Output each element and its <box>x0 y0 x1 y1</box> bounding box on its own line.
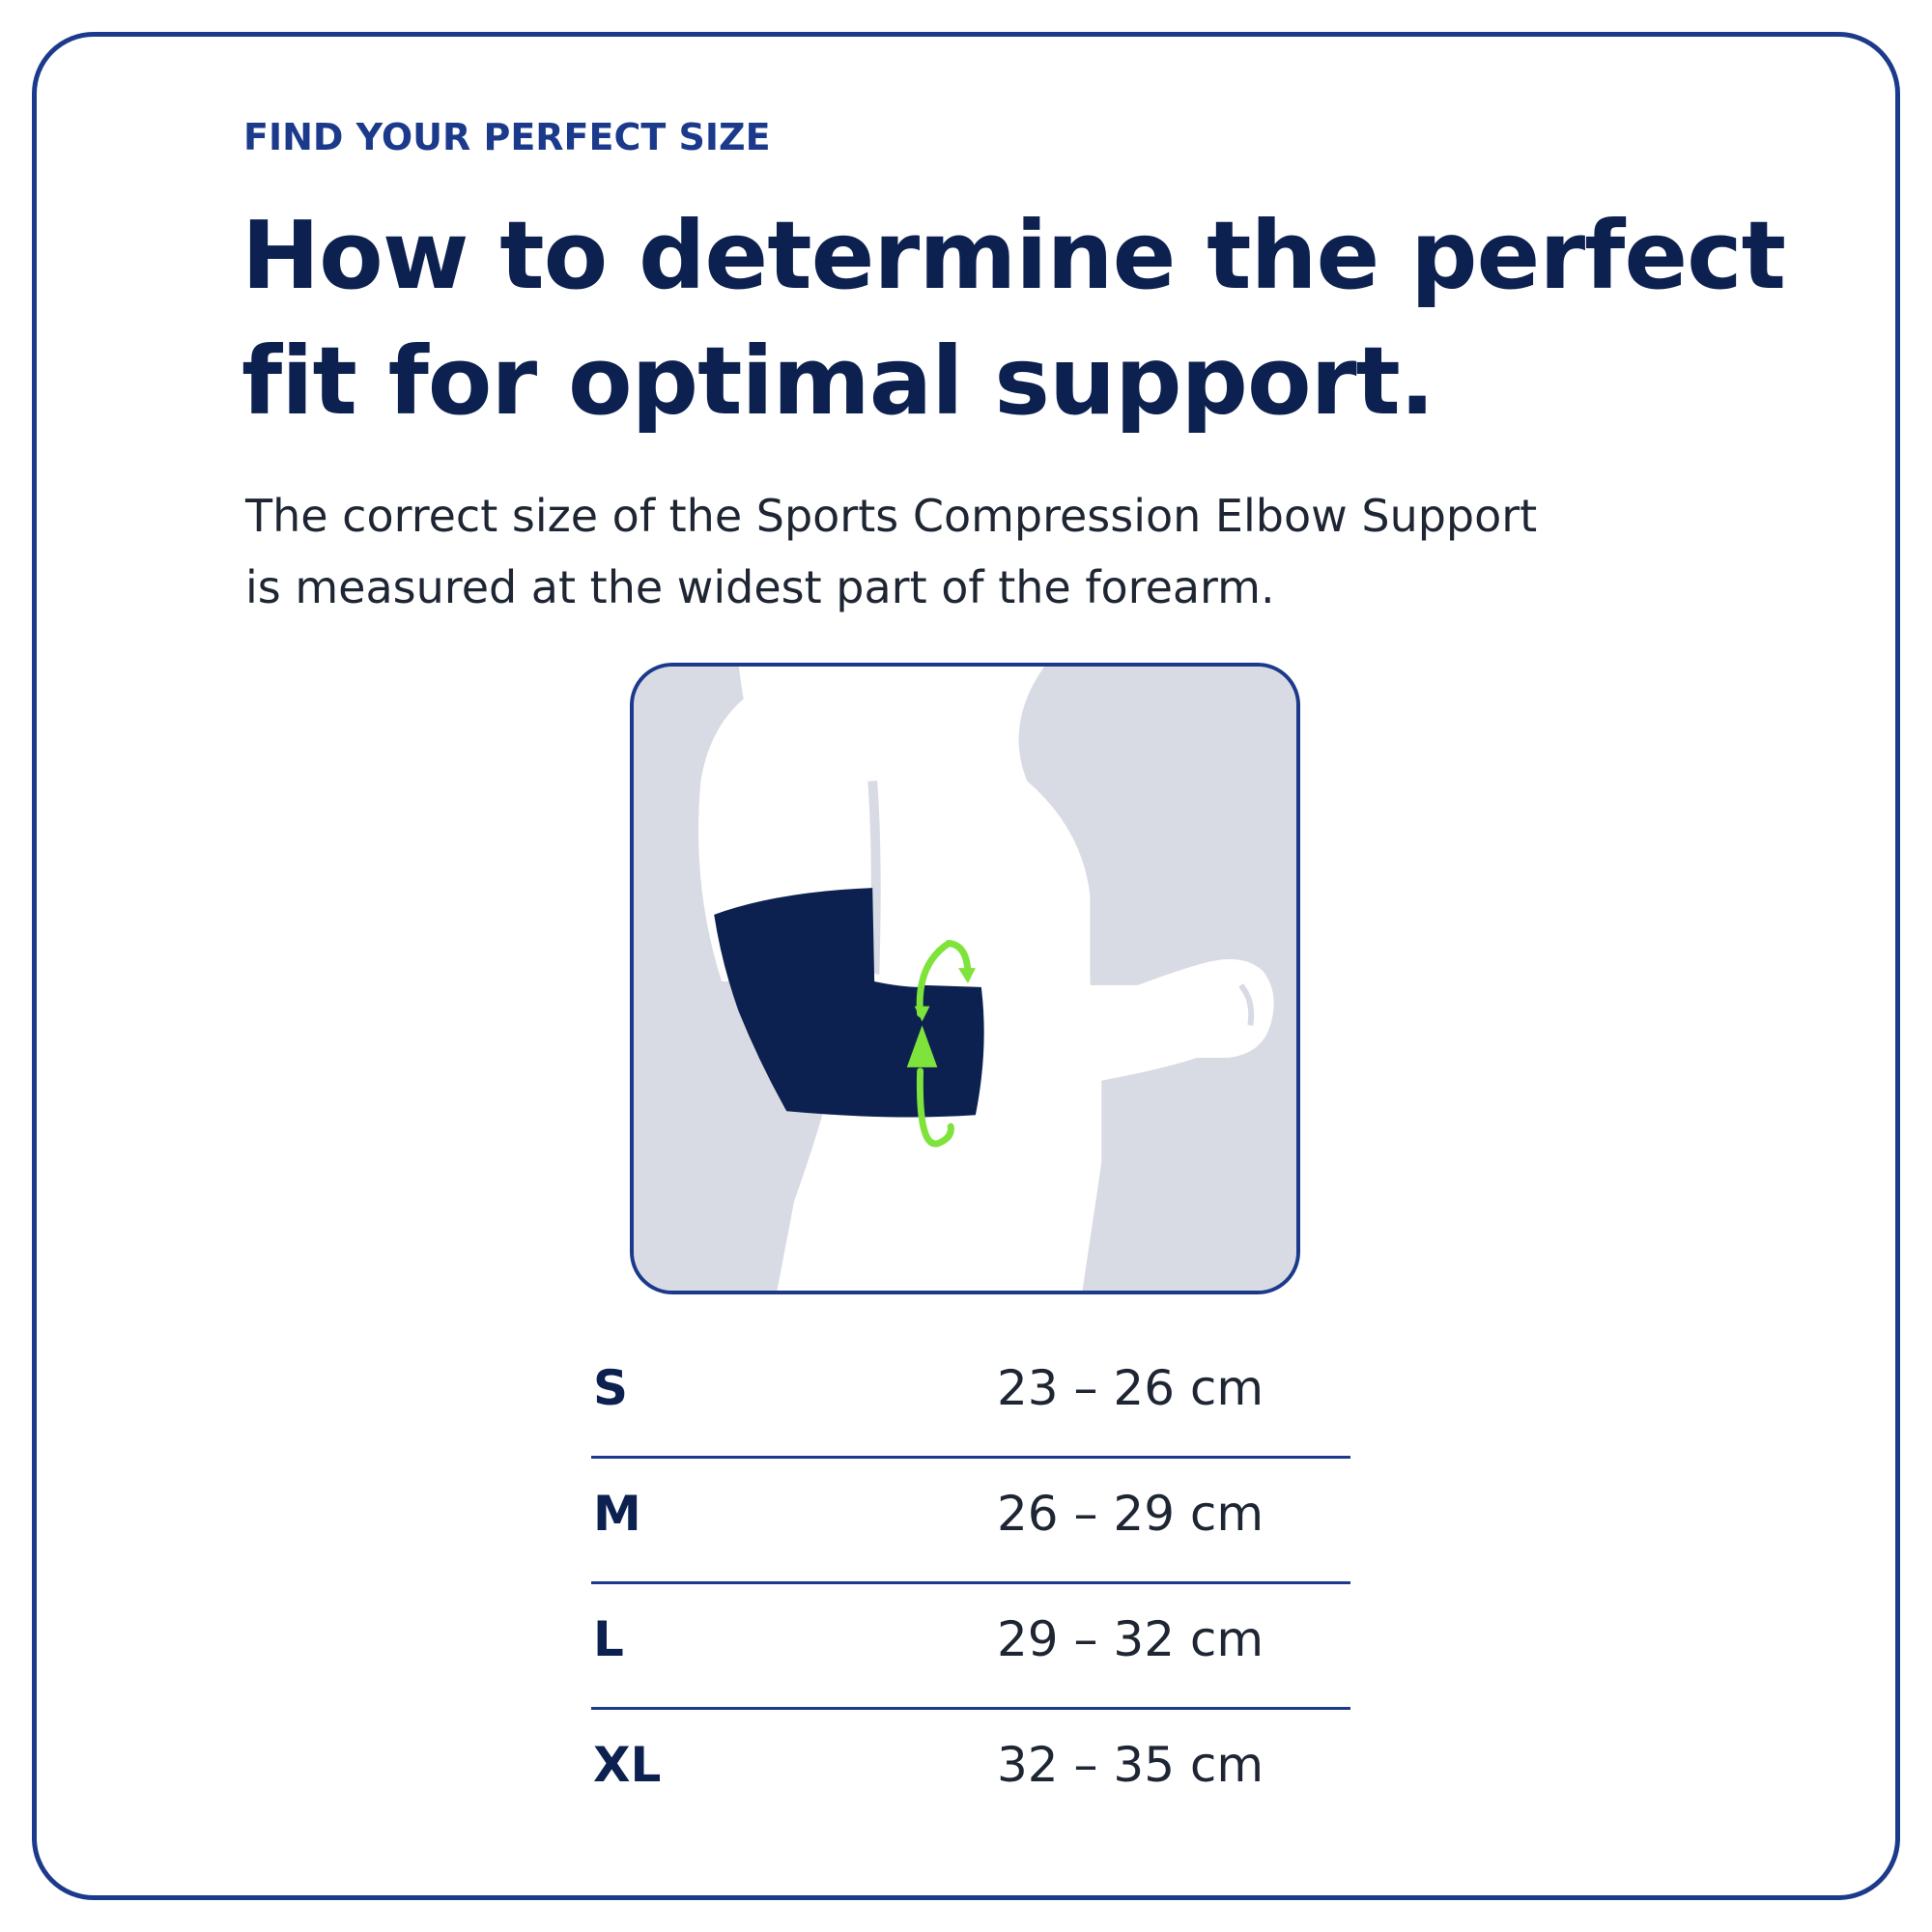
size-range: 26 – 29 cm <box>997 1486 1264 1542</box>
size-row-s: S 23 – 26 cm <box>591 1333 1350 1459</box>
size-table: S 23 – 26 cm M 26 – 29 cm L 29 – 32 cm X… <box>591 1333 1350 1835</box>
intro-text: The correct size of the Sports Compressi… <box>245 480 1694 623</box>
page-title-line-1: How to determine the perfect <box>242 201 1786 310</box>
arm-measurement-illustration <box>630 663 1300 1294</box>
arm-outline <box>867 781 881 982</box>
measure-arrow-icon <box>916 939 972 1148</box>
size-label: XL <box>593 1737 662 1793</box>
size-row-m: M 26 – 29 cm <box>591 1459 1350 1584</box>
fist-detail <box>1238 982 1255 1026</box>
page-title-line-2: fit for optimal support. <box>242 327 1435 436</box>
page-title: How to determine the perfect fit for opt… <box>242 193 1787 444</box>
size-row-l: L 29 – 32 cm <box>591 1584 1350 1710</box>
size-range: 29 – 32 cm <box>997 1611 1264 1667</box>
size-label: M <box>593 1486 641 1542</box>
eyebrow-label: FIND YOUR PERFECT SIZE <box>243 116 771 158</box>
arrow-head-up-icon <box>906 1025 938 1067</box>
size-label: L <box>593 1611 624 1667</box>
arm-measurement-icon <box>634 667 1296 1291</box>
size-row-xl: XL 32 – 35 cm <box>591 1710 1350 1835</box>
size-range: 32 – 35 cm <box>997 1737 1264 1793</box>
size-label: S <box>593 1360 629 1416</box>
size-range: 23 – 26 cm <box>997 1360 1264 1416</box>
arrow-head-top-icon <box>958 968 976 983</box>
intro-line-1: The correct size of the Sports Compressi… <box>245 490 1538 542</box>
intro-line-2: is measured at the widest part of the fo… <box>245 561 1275 613</box>
arrow-head-down-icon <box>914 1006 930 1022</box>
